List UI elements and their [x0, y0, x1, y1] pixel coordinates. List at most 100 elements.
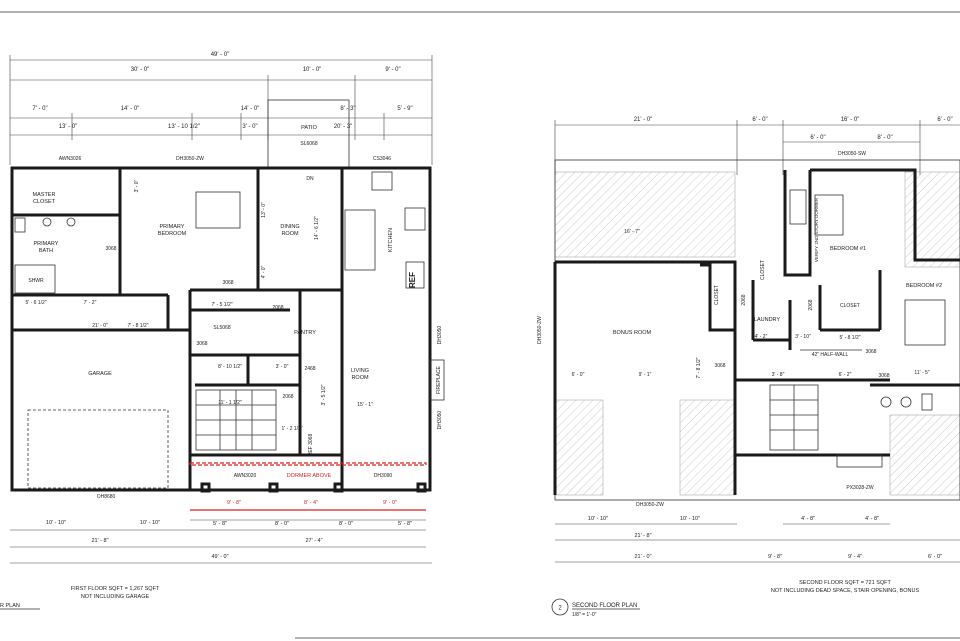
- interior-dim: 16' - 7": [624, 229, 640, 235]
- sf-dim-top: 21' - 0": [634, 117, 653, 123]
- patio: [267, 99, 350, 169]
- sf-dim-bottom: 10' - 10": [588, 516, 608, 522]
- interior-dim: 21' - 0": [92, 323, 108, 329]
- dormer-line: [189, 462, 427, 466]
- interior-dim: 8' - 10 1/2": [218, 364, 242, 370]
- ff-bottom-dimensions: 5' - 8" 8' - 0" 8' - 0" 5' - 8" 10' - 10…: [10, 519, 432, 564]
- ff-stairs: [195, 389, 277, 451]
- ff-dim-bottom: 10' - 10": [140, 520, 160, 526]
- interior-dim: 9' - 1": [639, 372, 652, 378]
- dn-label: DN: [306, 176, 314, 182]
- bed-2: [904, 299, 946, 346]
- sf-dim-bottom: 9' - 8": [768, 554, 782, 560]
- kitchen-sink: [371, 171, 393, 191]
- verify-note: VERIFY 2ND STORY DORMER: [814, 197, 819, 262]
- sf-dim-top: 16' - 0": [841, 117, 860, 123]
- interior-dim: 1' - 2 1/2": [281, 426, 302, 432]
- sf-bottom-dimensions: 4' - 8" 4' - 8" 10' - 10" 10' - 10" 21' …: [555, 516, 960, 563]
- sf-dim-top: 6' - 0": [810, 135, 825, 141]
- dead-space: [679, 399, 736, 496]
- door-label: 3068: [878, 373, 889, 379]
- garage-door: [27, 409, 169, 489]
- ff-dim-top: 10' - 0": [303, 67, 322, 73]
- sf-dim-top: 8' - 0": [877, 135, 892, 141]
- room-kitchen: KITCHEN: [388, 228, 394, 252]
- sink: [900, 396, 912, 408]
- porch-post: [200, 482, 211, 493]
- range: [404, 207, 426, 231]
- window-label: DH3050-ZW: [537, 316, 543, 344]
- interior-dim: 6' - 0": [572, 372, 585, 378]
- door-label: 2468: [304, 366, 315, 372]
- door-label: 2068: [272, 305, 283, 311]
- room-bonus: BONUS ROOM: [613, 330, 652, 336]
- window-label: PX3028-ZW: [846, 485, 874, 491]
- px-window: [836, 454, 883, 468]
- interior-dim: 7' - 8 1/2": [696, 357, 702, 378]
- ff-dim-top: 9' - 0": [385, 67, 400, 73]
- room-laundry: LAUNDRY: [754, 317, 781, 323]
- interior-dim: 3' - 5 1/2": [321, 384, 327, 405]
- dead-space: [904, 171, 960, 268]
- interior-dim: 6' - 2": [839, 372, 852, 378]
- interior-dim: 3' - 8": [772, 372, 785, 378]
- door-label: 3068: [865, 349, 876, 355]
- room-garage: GARAGE: [88, 371, 112, 377]
- window-label: DH3050-ZW: [176, 156, 204, 162]
- fireplace: [429, 359, 445, 401]
- ff-dim-top: 3' - 0": [242, 124, 257, 130]
- ff-dim-top: 13' - 0": [59, 124, 78, 130]
- primary-bed: [195, 191, 241, 229]
- door-label: 3068: [105, 246, 116, 252]
- door-label: 3068: [196, 341, 207, 347]
- second-floor-plan: 21' - 0" 6' - 0" 16' - 0" 6' - 0" 6' - 0…: [537, 117, 960, 618]
- red-dim: 9' - 0": [383, 500, 397, 506]
- room-closet: CLOSET: [760, 260, 766, 280]
- interior-dim: 14' - 6 1/2": [314, 216, 320, 240]
- room-bedroom-2: BEDROOM #2: [906, 283, 942, 289]
- ff-top-dimensions: 49' - 0" 30' - 0" 10' - 0" 9' - 0" 7' - …: [9, 52, 433, 165]
- red-dim: 9' - 8": [227, 500, 241, 506]
- ff-dim-top: 20' - 3": [334, 124, 353, 130]
- ff-dim-bottom: 21' - 8": [91, 538, 108, 544]
- sf-title: SECOND FLOOR PLAN: [572, 603, 637, 609]
- toilet: [14, 217, 26, 233]
- door-label: OH8680: [97, 494, 116, 500]
- window-label: DH3050: [437, 326, 443, 345]
- first-floor-plan: 49' - 0" 30' - 0" 10' - 0" 9' - 0" 7' - …: [0, 52, 445, 610]
- fireplace-label: FIREPLACE: [436, 365, 442, 393]
- window-label: AWN3020: [234, 473, 257, 479]
- interior-dim: 15' - 1": [357, 402, 373, 408]
- room-closet: CLOSET: [714, 285, 720, 305]
- door-label: 2068: [282, 394, 293, 400]
- sf-dim-bottom: 9' - 4": [848, 554, 862, 560]
- door-label: 2068: [741, 294, 747, 305]
- ff-dim-top: 30' - 0": [131, 67, 150, 73]
- sf-dim-bottom: 21' - 8": [634, 533, 651, 539]
- ff-interior-walls: [12, 168, 344, 490]
- window-label: DH3050-ZW: [636, 502, 664, 508]
- room-pantry: PANTRY: [294, 330, 316, 336]
- sf-top-dimensions: 21' - 0" 6' - 0" 16' - 0" 6' - 0" 6' - 0…: [554, 117, 960, 175]
- sf-dim-bottom: 6' - 0": [928, 554, 942, 560]
- dead-space: [889, 414, 960, 496]
- interior-dim: 13' - 0": [261, 202, 267, 218]
- sf-stairs: [769, 384, 819, 451]
- ff-dim-top: 14' - 0": [241, 106, 260, 112]
- sf-dim-bottom: 4' - 8": [865, 516, 879, 522]
- interior-dim: 7' - 8 1/2": [127, 323, 148, 329]
- sl6068-label: SL6068: [300, 141, 317, 147]
- interior-dim: 11' - 5": [914, 370, 929, 376]
- ff-dim-top: 14' - 0": [121, 106, 140, 112]
- ff-dim-top: 5' - 9": [397, 106, 412, 112]
- sf-title-marker: [551, 598, 569, 616]
- sf-dim-bottom: 10' - 10": [680, 516, 700, 522]
